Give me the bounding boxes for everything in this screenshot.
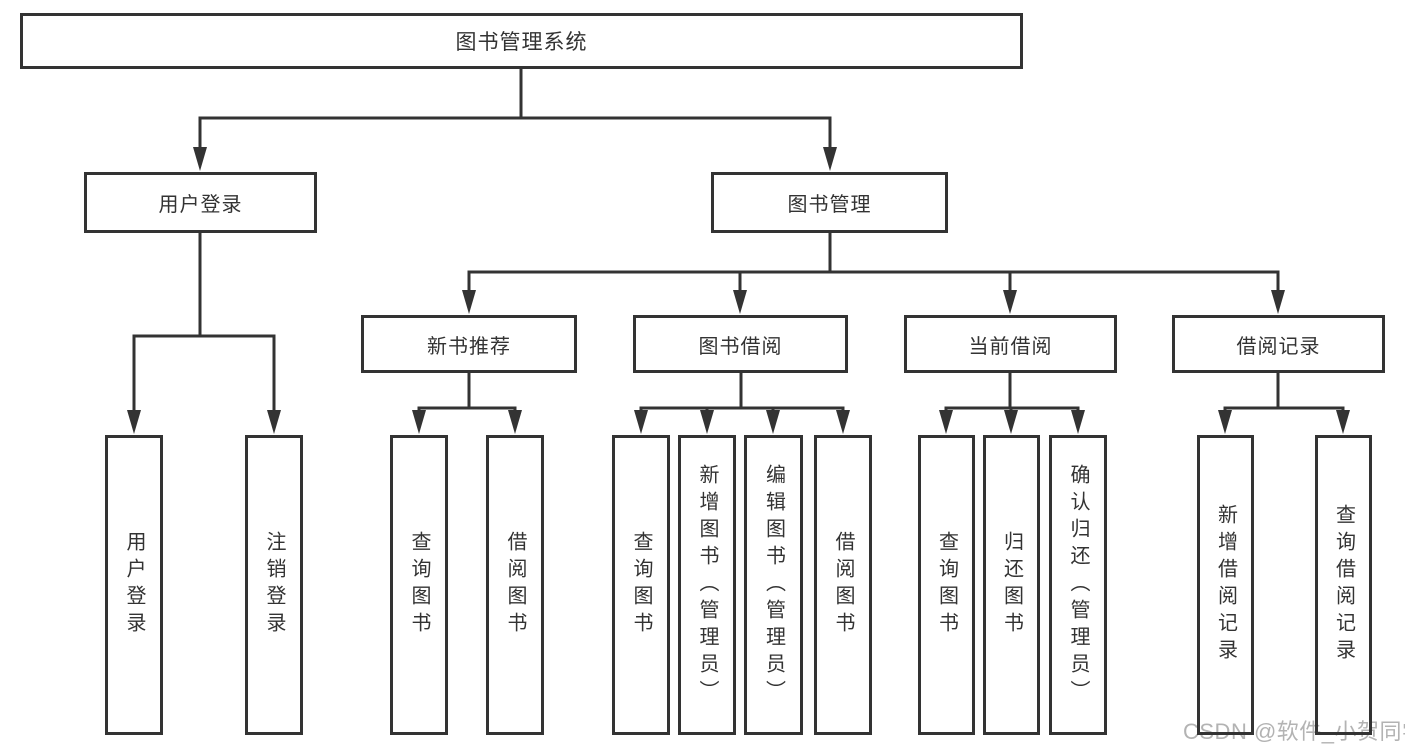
leaf-query-borrow-record: 查询借阅记录 [1315,435,1372,735]
node-root: 图书管理系统 [20,13,1023,69]
leaf-label: 借阅图书 [832,531,854,639]
leaf-label: 归还图书 [1000,531,1023,639]
leaf-label: 查询图书 [630,531,652,639]
leaf-label: 确认归还（管理员） [1067,463,1089,707]
node-borrow-records: 借阅记录 [1172,315,1385,373]
leaf-label: 查询图书 [935,531,958,639]
leaf-query-books-recommend: 查询图书 [390,435,448,735]
node-new-book-recommend-label: 新书推荐 [427,335,511,358]
leaf-logout: 注销登录 [245,435,303,735]
leaf-label: 用户登录 [123,531,145,639]
leaf-borrow-books-recommend: 借阅图书 [486,435,544,735]
leaf-add-borrow-record: 新增借阅记录 [1197,435,1254,735]
node-book-borrow-label: 图书借阅 [698,335,783,358]
node-book-management: 图书管理 [711,172,948,233]
node-root-label: 图书管理系统 [455,31,588,54]
leaf-label: 新增借阅记录 [1214,504,1237,666]
leaf-label: 注销登录 [263,531,285,639]
node-user-login: 用户登录 [84,172,317,233]
node-current-borrow: 当前借阅 [904,315,1117,373]
leaf-add-books-admin: 新增图书（管理员） [678,435,736,735]
leaf-label: 编辑图书（管理员） [762,463,785,707]
leaf-query-books-current: 查询图书 [918,435,975,735]
leaf-borrow-books: 借阅图书 [814,435,872,735]
leaf-query-books-borrow: 查询图书 [612,435,670,735]
node-borrow-records-label: 借阅记录 [1236,335,1321,358]
leaf-label: 查询借阅记录 [1332,504,1355,666]
leaf-confirm-return-admin: 确认归还（管理员） [1049,435,1107,735]
leaf-label: 查询图书 [408,531,430,639]
leaf-return-books: 归还图书 [983,435,1040,735]
node-current-borrow-label: 当前借阅 [968,335,1053,358]
node-new-book-recommend: 新书推荐 [361,315,577,373]
leaf-edit-books-admin: 编辑图书（管理员） [744,435,803,735]
node-book-management-label: 图书管理 [787,194,872,216]
node-book-borrow: 图书借阅 [633,315,848,373]
node-user-login-label: 用户登录 [158,194,243,216]
watermark: CSDN @软件_小贺同学 [1183,719,1405,744]
leaf-label: 新增图书（管理员） [696,463,718,707]
leaf-user-login: 用户登录 [105,435,163,735]
leaf-label: 借阅图书 [504,531,526,639]
